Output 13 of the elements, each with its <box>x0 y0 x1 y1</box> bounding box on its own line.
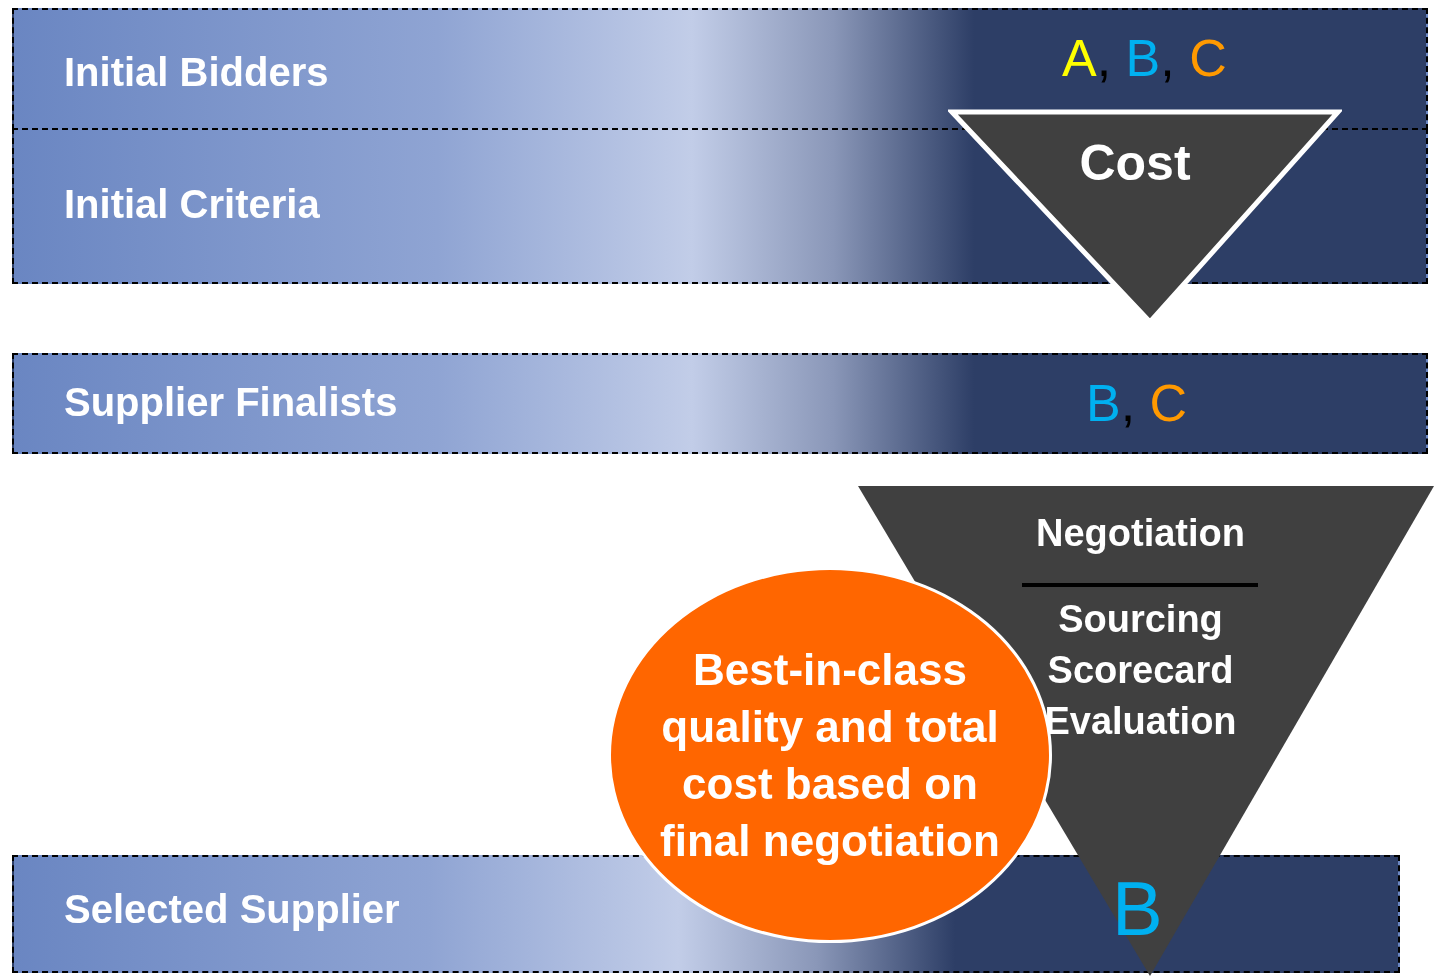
selected-letter: B <box>1112 865 1163 952</box>
funnel-heading: Negotiation <box>1035 512 1246 555</box>
funnel-text: Sourcing Scorecard Evaluation <box>1043 597 1238 744</box>
funnel-label: Cost <box>1078 134 1192 192</box>
callout-text: Best-in-class quality and total cost based on final negotiation <box>659 644 1001 867</box>
stage-band <box>12 8 1428 130</box>
stage-label: Supplier Finalists <box>64 380 398 425</box>
stage-band <box>12 353 1428 454</box>
supplier-letters: A, B, C <box>1062 28 1227 88</box>
stage-label: Initial Bidders <box>64 50 329 95</box>
supplier-letters: B, C <box>1086 373 1188 433</box>
stage-label: Selected Supplier <box>64 887 400 932</box>
stage-label: Initial Criteria <box>64 182 320 227</box>
